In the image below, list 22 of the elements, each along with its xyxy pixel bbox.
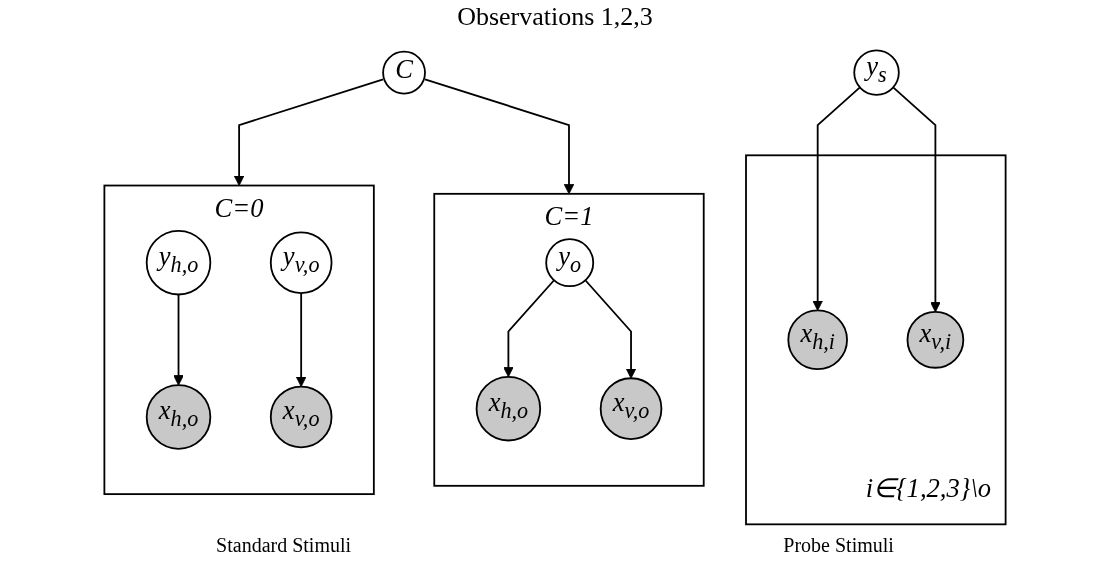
arrow — [584, 279, 637, 379]
node-circle: x$_{v,i}$ — [906, 311, 965, 369]
node-circle: x$_{v,o}$ — [269, 385, 333, 449]
node-circle: y$_{v,o}$ — [269, 231, 333, 294]
arrow — [503, 279, 555, 378]
arrow — [173, 293, 184, 386]
arrow — [892, 86, 941, 313]
node-circle: y$_{o}$ — [545, 238, 595, 288]
node-circle: x$_{v,o}$ — [599, 377, 663, 440]
node-circle: y$_{h,o}$ — [145, 229, 212, 296]
diagram-title: Observations 1,2,3 — [456, 1, 654, 33]
arrow — [424, 78, 575, 195]
node-circle: x$_{h,o}$ — [145, 384, 212, 450]
node-circle: C — [382, 50, 426, 95]
caption-text: Probe Stimuli — [783, 534, 894, 557]
node-circle: x$_{h,o}$ — [475, 375, 542, 442]
arrow — [812, 86, 861, 311]
node-circle: x$_{h,i}$ — [787, 309, 848, 371]
caption-text: Standard Stimuli — [216, 534, 352, 557]
arrow — [233, 78, 384, 186]
node-circle: y$_{s}$ — [853, 49, 900, 96]
arrow — [295, 292, 307, 388]
